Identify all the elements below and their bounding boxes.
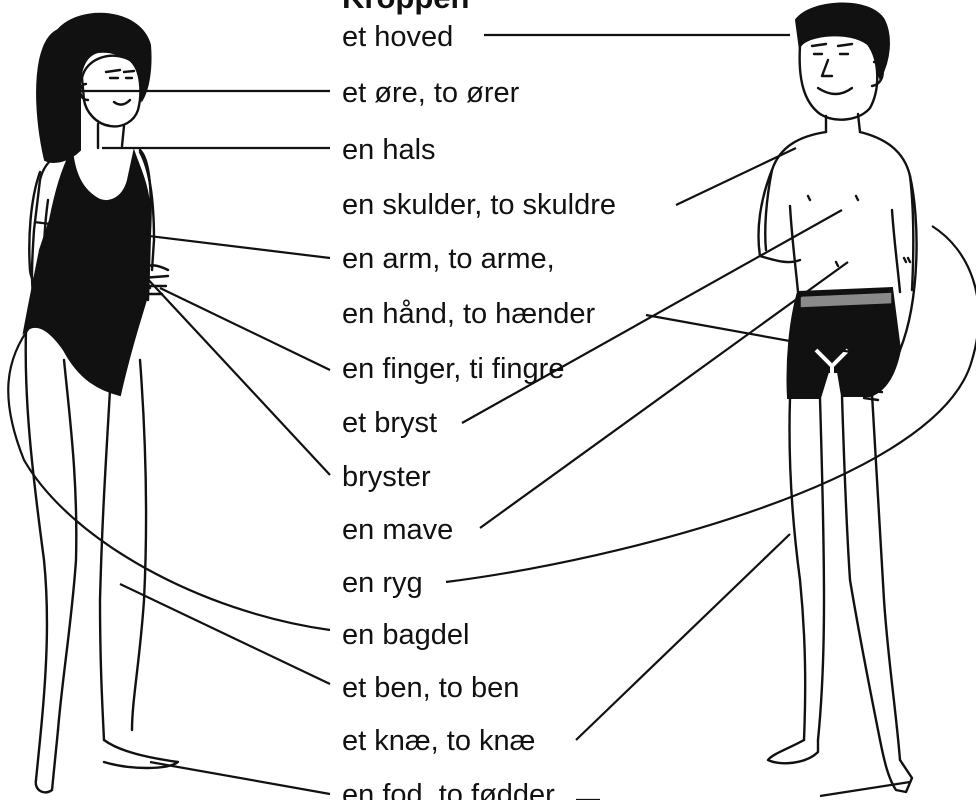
woman-legs	[26, 330, 146, 780]
label-knae: et knæ, to knæ	[342, 725, 535, 757]
woman-feet	[36, 730, 178, 792]
woman-swimsuit	[24, 150, 150, 395]
label-bagdel: en bagdel	[342, 619, 469, 651]
leader-finger	[160, 288, 330, 370]
label-bryster: bryster	[342, 461, 431, 493]
label-hals: en hals	[342, 134, 436, 166]
leader-fod-left	[150, 762, 330, 794]
labels: Kroppen et hoved et øre, to ører en hals…	[342, 0, 616, 800]
label-arm: en arm, to arme,	[342, 243, 555, 275]
man-face	[800, 35, 878, 120]
label-oere: et øre, to ører	[342, 77, 520, 109]
label-finger: en finger, ti fingre	[342, 353, 564, 385]
label-hoved: et hoved	[342, 21, 453, 53]
leader-knae	[576, 534, 790, 740]
label-skulder: en skulder, to skuldre	[342, 189, 616, 221]
label-fod: en fod, to fødder	[342, 779, 555, 800]
label-ryg: en ryg	[342, 567, 423, 599]
man-legs	[789, 394, 900, 760]
leader-fod-right	[576, 782, 910, 800]
woman-neck	[98, 124, 124, 148]
label-bryst: et bryst	[342, 407, 437, 439]
label-mave: en mave	[342, 514, 453, 546]
label-ben: et ben, to ben	[342, 672, 519, 704]
page-title: Kroppen	[342, 0, 469, 15]
man-figure	[759, 3, 917, 792]
leader-ryg	[446, 226, 976, 582]
label-haand: en hånd, to hænder	[342, 298, 595, 330]
woman-figure	[24, 14, 178, 793]
leader-skulder	[676, 148, 796, 205]
leader-bagdel	[8, 324, 330, 630]
leader-ben	[120, 584, 330, 684]
